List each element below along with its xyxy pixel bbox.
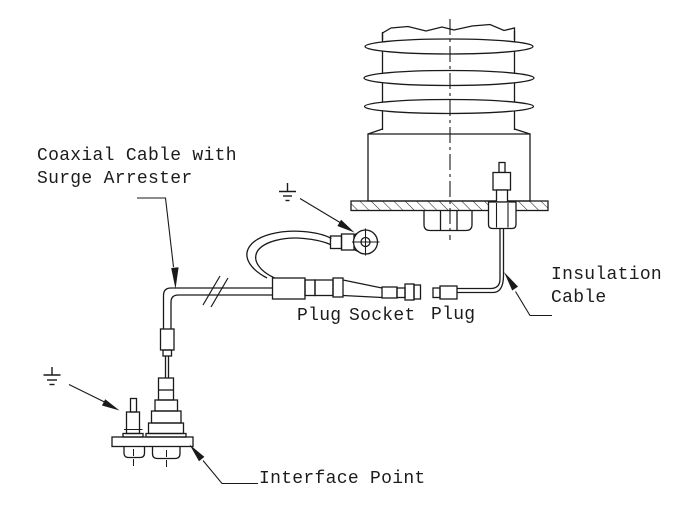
arrow-to-ground-terminal (102, 399, 120, 411)
insulation-cable-label-line1: Insulation (551, 265, 663, 285)
leader-coaxial-cable (137, 197, 175, 268)
hex-nut (423, 210, 473, 232)
arrow-to-ring-terminal (337, 219, 355, 233)
arrow-to-interface-plate (189, 444, 205, 462)
broken-edge (381, 23, 516, 40)
leader-insulation-cable (515, 291, 552, 317)
surge-arrester-body (271, 277, 344, 300)
bushing-insulator (363, 23, 535, 202)
coaxial-cable-label-line2: Surge Arrester (37, 169, 193, 189)
cable-fitting (159, 328, 175, 378)
insulation-cable (457, 228, 505, 294)
earth-ground-symbol-top (279, 183, 296, 202)
leader-arrowheads (102, 219, 518, 462)
earth-ground-symbol-bottom (43, 367, 61, 386)
ring-terminal (352, 228, 380, 256)
interface-plate (111, 436, 194, 469)
socket-label: Socket (349, 306, 416, 326)
plug-left-label: Plug (297, 306, 342, 326)
jumper-cable (246, 230, 362, 279)
insulation-cable-label-line2: Cable (551, 288, 607, 308)
ground-terminal (122, 397, 144, 438)
leader-interface-point (202, 460, 258, 485)
interface-point-label: Interface Point (259, 469, 426, 489)
feed-through-terminal (487, 161, 517, 230)
socket-connector (342, 279, 422, 301)
coaxial-cable (162, 287, 273, 329)
cable-break-symbol (202, 275, 229, 308)
arrow-to-insulation-cable (504, 272, 518, 291)
drawing-root (43, 19, 552, 485)
insulation-cable-label: Insulation Cable (551, 264, 662, 310)
plug-right-label: Plug (431, 305, 476, 325)
plug-connector-right (432, 285, 458, 300)
leader-ground-top (299, 198, 341, 223)
interface-connector (145, 377, 187, 438)
coaxial-cable-label-line1: Coaxial Cable with (37, 146, 237, 166)
leader-ground-bottom (68, 384, 105, 403)
leader-lines (68, 197, 552, 485)
insulator-shed (364, 38, 534, 55)
arrow-to-coax-bend (171, 267, 179, 289)
coaxial-cable-label: Coaxial Cable with Surge Arrester (37, 145, 237, 191)
insulator-shed (363, 98, 535, 115)
insulator-shed (363, 69, 535, 87)
